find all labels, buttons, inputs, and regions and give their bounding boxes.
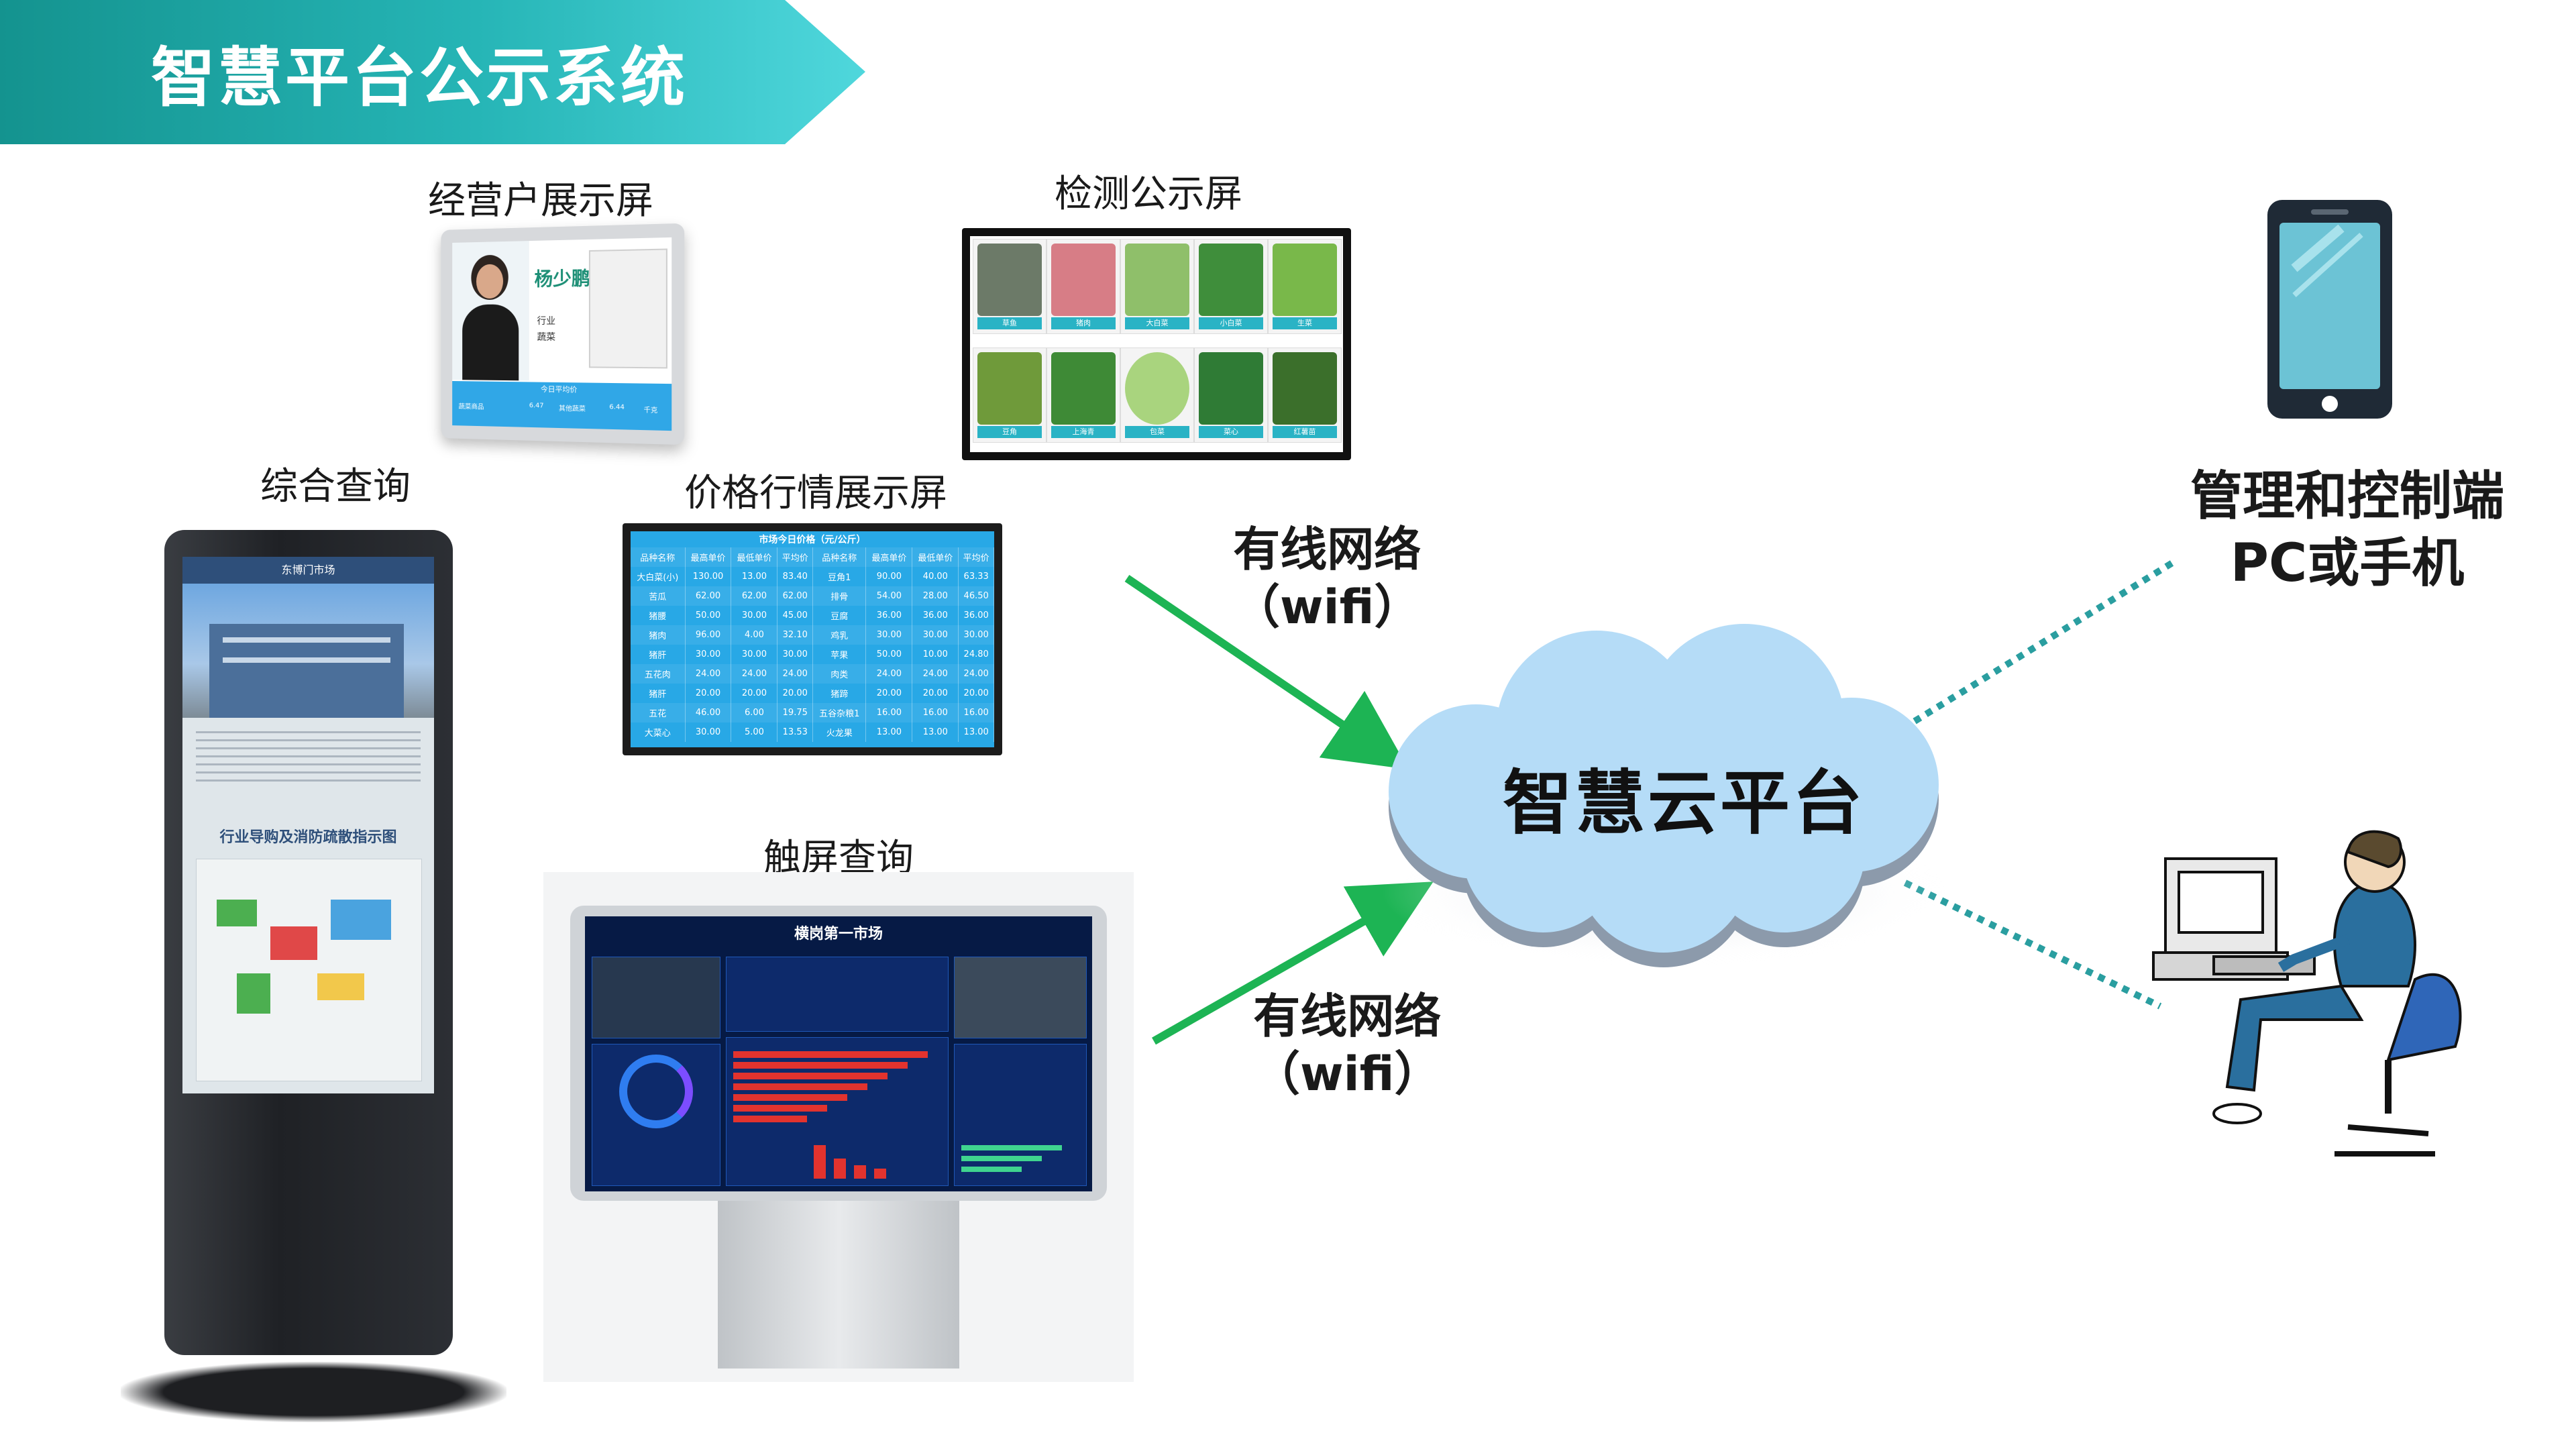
stats-panel — [726, 957, 949, 1032]
inspection-display-device: 草鱼 猪肉 大白菜 小白菜 生菜 豆角 上海青 包菜 菜心 红薯苗 — [962, 228, 1351, 460]
cloud-icon — [1382, 624, 1945, 967]
caption-comprehensive-query: 综合查询 — [260, 465, 411, 508]
network-label-bottom: 有线网络 （wifi） — [1253, 989, 1442, 1102]
header-banner — [0, 0, 865, 144]
network-label-top: 有线网络 （wifi） — [1233, 522, 1421, 635]
caption-inspection-screen: 检测公示屏 — [1055, 172, 1242, 216]
veg-tile: 菜心 — [1194, 347, 1268, 443]
veg-tile: 小白菜 — [1194, 239, 1268, 334]
price-table-title: 市场今日价格（元/公斤） — [759, 535, 866, 545]
video-panel — [954, 957, 1087, 1038]
kiosk-top-label: 东博门市场 — [182, 557, 434, 584]
arrow-bottom-to-cloud — [1152, 881, 1434, 1045]
caption-price-screen: 价格行情展示屏 — [684, 472, 947, 515]
kiosk-mid-banner: 行业导购及消防疏散指示图 — [219, 829, 397, 846]
inspection-display-screen: 草鱼 猪肉 大白菜 小白菜 生菜 豆角 上海青 包菜 菜心 红薯苗 — [970, 236, 1343, 452]
computer-operator-icon — [2152, 830, 2462, 1157]
smartphone-icon — [2267, 200, 2392, 419]
kiosk-base — [121, 1362, 506, 1422]
veg-tile: 红薯苗 — [1268, 347, 1342, 443]
arrow-top-to-cloud — [1124, 575, 1409, 769]
veg-tile: 猪肉 — [1046, 239, 1120, 334]
veg-tile: 大白菜 — [1120, 239, 1194, 334]
veg-tile: 草鱼 — [973, 239, 1046, 334]
price-display-screen: 市场今日价格（元/公斤） 品种名称最高单价最低单价平均价 品种名称最高单价最低单… — [631, 531, 994, 747]
price-display-device: 市场今日价格（元/公斤） 品种名称最高单价最低单价平均价 品种名称最高单价最低单… — [623, 523, 1002, 755]
cloud-label: 智慧云平台 — [1503, 762, 1866, 844]
page-title: 智慧平台公示系统 — [151, 40, 688, 115]
kiosk-screen: 东博门市场 行业导购及消防疏散指示图 — [182, 557, 434, 1093]
veg-tile: 豆角 — [973, 347, 1046, 443]
table-header-row: 品种名称最高单价最低单价平均价 品种名称最高单价最低单价平均价 — [631, 547, 994, 567]
kiosk-building-photo — [182, 584, 434, 718]
ranking-panel — [954, 1044, 1087, 1186]
touch-screen: 横岗第一市场 — [585, 916, 1092, 1191]
video-panel — [592, 957, 720, 1038]
veg-tile: 上海青 — [1046, 347, 1120, 443]
veg-tile: 生菜 — [1268, 239, 1342, 334]
veg-tile: 包菜 — [1120, 347, 1194, 443]
price-table: 品种名称最高单价最低单价平均价 品种名称最高单价最低单价平均价 大白菜(小)13… — [631, 547, 994, 742]
bar-chart-panel — [726, 1037, 949, 1186]
touch-stand — [718, 1201, 959, 1368]
query-kiosk-device: 东博门市场 行业导购及消防疏散指示图 — [121, 530, 506, 1422]
kiosk-text-block — [196, 731, 421, 785]
touch-query-device: 横岗第一市场 — [543, 872, 1134, 1382]
management-label: 管理和控制端 PC或手机 — [2190, 466, 2505, 594]
dotted-line-to-phone — [1890, 559, 2176, 739]
dotted-line-to-operator — [1903, 879, 2162, 1010]
kiosk-map — [196, 859, 422, 1081]
donut-panel — [592, 1044, 720, 1186]
touch-screen-title: 横岗第一市场 — [794, 926, 883, 943]
caption-operator-screen: 经营户展示屏 — [428, 179, 653, 223]
